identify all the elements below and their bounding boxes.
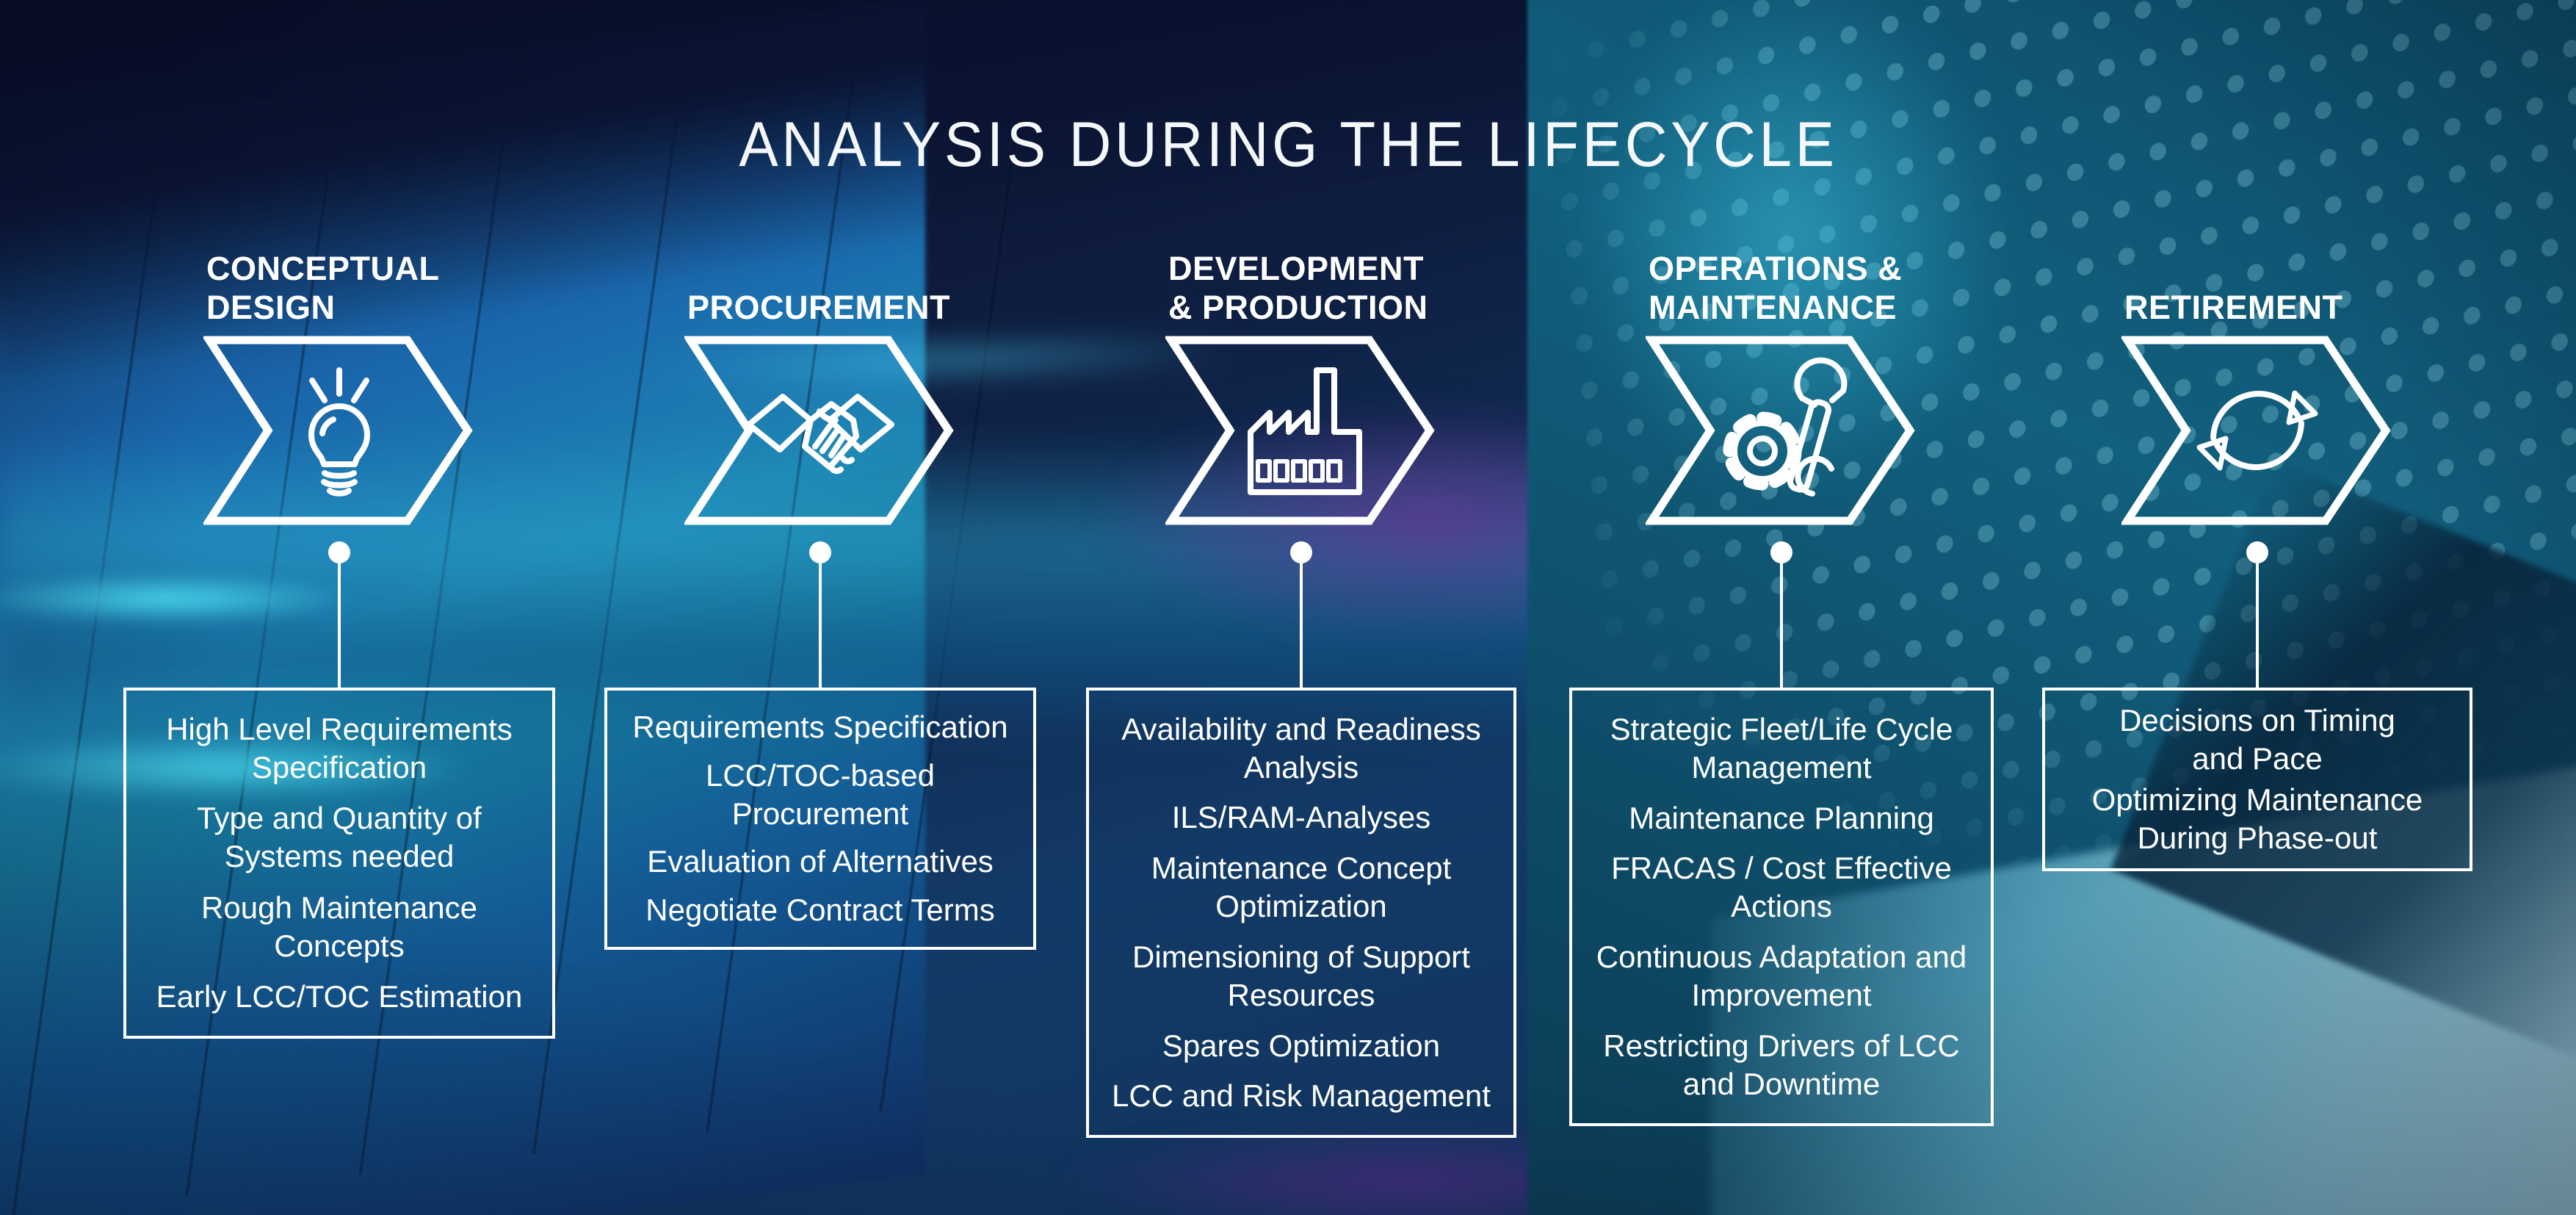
connector-line	[2256, 563, 2259, 688]
factory-icon	[1248, 367, 1362, 495]
list-item: Optimizing Maintenance During Phase-out	[2091, 782, 2423, 856]
phase-header: PROCUREMENT	[687, 218, 1003, 327]
list-item: Strategic Fleet/Life Cycle Management	[1610, 711, 1953, 785]
recycle-icon	[2196, 390, 2318, 471]
list-item: Availability and Readiness Analysis	[1121, 711, 1481, 785]
phase-box: Availability and Readiness Analysis ILS/…	[1086, 688, 1516, 1138]
phase-conceptual-design: CONCEPTUAL DESIGN High Level Requirement…	[123, 0, 555, 1215]
list-item: Early LCC/TOC Estimation	[156, 978, 523, 1014]
connector-dot	[809, 541, 831, 563]
phase-header-line: DESIGN	[206, 289, 336, 326]
connector-dot	[1770, 541, 1792, 563]
list-item: Evaluation of Alternatives	[647, 844, 994, 879]
phase-header: RETIREMENT	[2124, 218, 2440, 327]
list-item: High Level Requirements Specification	[166, 712, 513, 785]
connector-dot	[2246, 541, 2268, 563]
list-item: Requirements Specification	[632, 709, 1008, 744]
page-title: ANALYSIS DURING THE LIFECYCLE	[0, 109, 2576, 181]
connector-line	[338, 563, 341, 688]
connector-line	[819, 563, 822, 688]
phase-header: DEVELOPMENT & PRODUCTION	[1168, 218, 1484, 327]
chevron-shape	[684, 336, 954, 525]
phase-header-line: PROCUREMENT	[687, 289, 951, 326]
list-item: Rough Maintenance Concepts	[201, 890, 477, 963]
list-item: LCC/TOC-based Procurement	[705, 757, 935, 831]
phase-box: Strategic Fleet/Life Cycle Management Ma…	[1569, 688, 1994, 1126]
list-item: Maintenance Planning	[1629, 800, 1934, 835]
list-item: Restricting Drivers of LCC and Downtime	[1603, 1028, 1960, 1102]
chevron-shape	[2121, 336, 2391, 525]
phase-box: High Level Requirements Specification Ty…	[123, 688, 555, 1039]
list-item: Negotiate Contract Terms	[645, 893, 995, 928]
lightbulb-icon	[308, 367, 370, 497]
phase-retirement: RETIREMENT Decisions on Timing and Pace …	[2042, 0, 2472, 1215]
list-item: Maintenance Concept Optimization	[1151, 851, 1452, 924]
phase-header-line: CONCEPTUAL	[206, 250, 440, 287]
connector-dot	[1290, 541, 1312, 563]
list-item: Spares Optimization	[1162, 1028, 1441, 1063]
phase-box: Decisions on Timing and Pace Optimizing …	[2042, 688, 2472, 871]
phase-header: OPERATIONS & MAINTENANCE	[1649, 218, 1964, 327]
phase-operations-maintenance: OPERATIONS & MAINTENANCE Strategic Fleet…	[1569, 0, 1994, 1215]
phase-development-production: DEVELOPMENT & PRODUCTION Availability an…	[1086, 0, 1516, 1215]
phase-header-line: OPERATIONS &	[1649, 250, 1903, 287]
handshake-icon	[746, 394, 894, 475]
gear-wrench-icon	[1723, 357, 1848, 497]
phase-header-line: DEVELOPMENT	[1168, 250, 1425, 287]
phase-header: CONCEPTUAL DESIGN	[206, 218, 522, 327]
chevron-shape	[1646, 336, 1915, 525]
list-item: Decisions on Timing and Pace	[2119, 702, 2395, 776]
list-item: Type and Quantity of Systems needed	[197, 801, 482, 874]
list-item: ILS/RAM-Analyses	[1171, 800, 1431, 835]
list-item: LCC and Risk Management	[1112, 1078, 1491, 1114]
phase-header-line: RETIREMENT	[2124, 289, 2343, 326]
list-item: Continuous Adaptation and Improvement	[1596, 940, 1967, 1013]
connector-line	[1300, 563, 1303, 688]
chevron-shape	[1165, 336, 1435, 525]
phase-procurement: PROCUREMENT Requirements Specification	[604, 0, 1036, 1215]
phase-box: Requirements Specification LCC/TOC-based…	[604, 688, 1036, 950]
page-title-text: ANALYSIS DURING THE LIFECYCLE	[738, 109, 1838, 180]
connector-line	[1780, 563, 1783, 688]
phase-header-line: MAINTENANCE	[1649, 289, 1897, 326]
chevron-shape	[203, 336, 473, 525]
list-item: FRACAS / Cost Effective Actions	[1611, 851, 1952, 924]
connector-dot	[328, 541, 350, 563]
list-item: Dimensioning of Support Resources	[1132, 939, 1470, 1012]
phase-header-line: & PRODUCTION	[1168, 289, 1428, 326]
